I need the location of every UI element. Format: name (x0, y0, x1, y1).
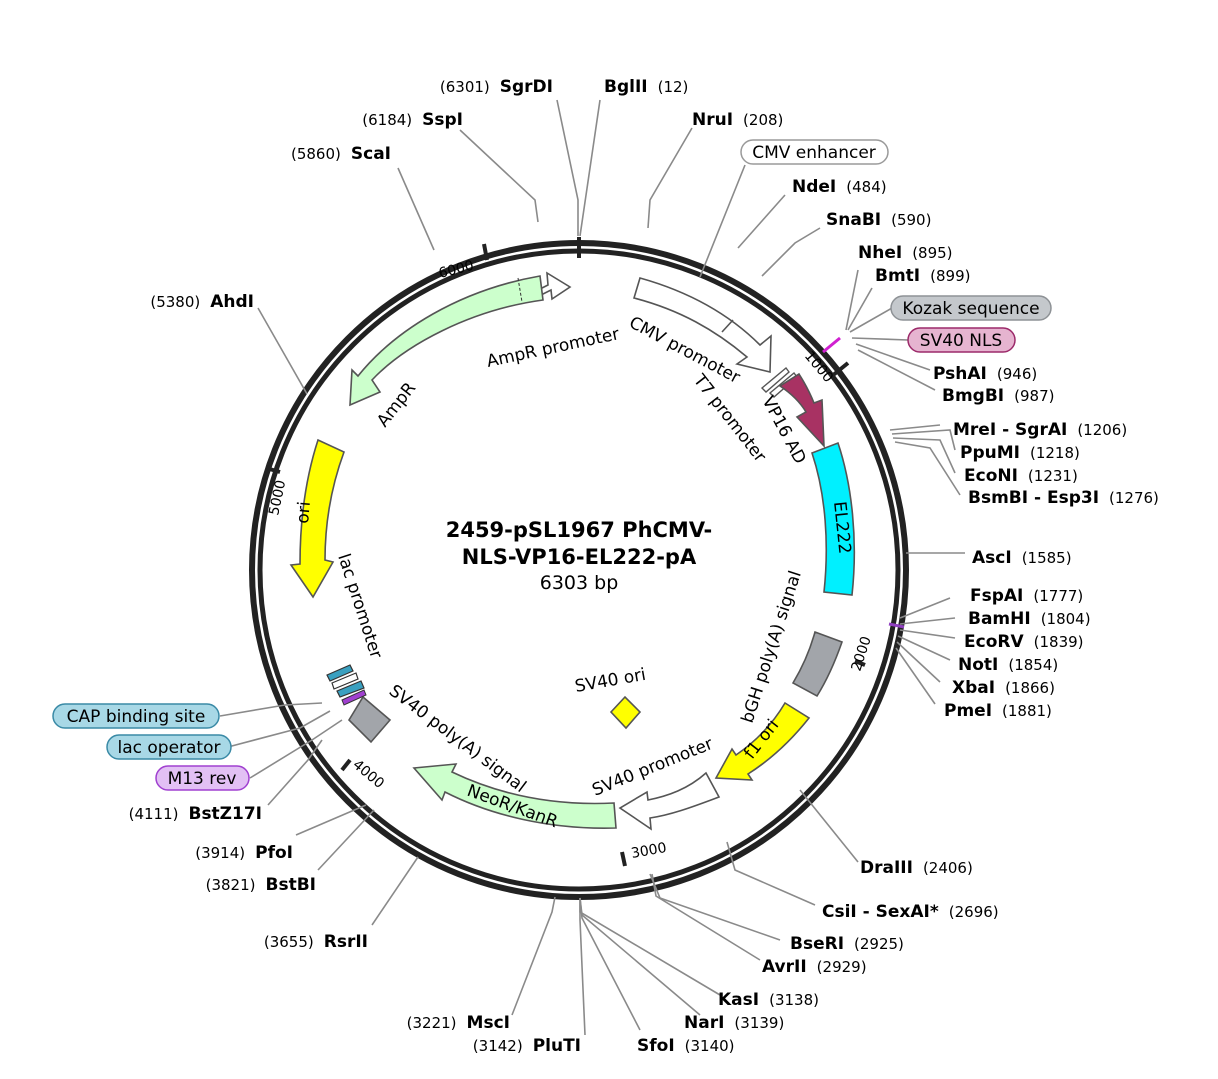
svg-text:lac operator: lac operator (117, 738, 220, 758)
site-asci: AscI(1585) (972, 548, 1072, 568)
site-ecorv: EcoRV(1839) (964, 632, 1084, 652)
box-sv40-nls: SV40 NLS (907, 327, 1016, 353)
box-m13-rev: M13 rev (155, 765, 250, 791)
svg-text:SV40 NLS: SV40 NLS (920, 331, 1002, 351)
site-nrui: NruI(208) (692, 110, 783, 130)
m13-rev-mark (341, 689, 367, 706)
site-sfoi: SfoI(3140) (637, 1036, 735, 1056)
plasmid-size: 6303 bp (540, 572, 619, 594)
tick-3000 (620, 851, 627, 867)
tick-2000 (854, 659, 866, 667)
site-nhei: NheI(895) (858, 243, 953, 263)
site-econi: EcoNI(1231) (964, 466, 1078, 486)
tick-label-4000: 4000 (349, 757, 387, 792)
sv40-polya-block (347, 695, 392, 744)
site-csii-sexai: CsiI - SexAI*(2696) (822, 902, 999, 922)
tick-6000 (482, 243, 489, 261)
vp16-ad-arrow (778, 372, 825, 449)
lac-operator-mark (336, 680, 365, 698)
site-kasi: KasI(3138) (718, 990, 819, 1010)
tick-label-5000: 5000 (266, 479, 289, 517)
f1-ori-arrow (714, 701, 811, 781)
feature-label-bgh-polya: bGH poly(A) signal (738, 568, 806, 725)
neor-kanr-arrow (412, 763, 617, 829)
site-mrei-sgrai: MreI - SgrAI(1206) (953, 420, 1127, 440)
svg-text:Kozak sequence: Kozak sequence (902, 299, 1039, 319)
site-avrii: AvrII(2929) (762, 957, 867, 977)
site-bstbi: (3821)BstBI (206, 875, 316, 895)
sites-left: (6301)SgrDI (6184)SspI (5860)ScaI (5380)… (129, 77, 581, 1056)
svg-text:CMV enhancer: CMV enhancer (752, 143, 876, 163)
t7-promoter-mark (760, 366, 790, 393)
site-bamhi: BamHI(1804) (968, 609, 1091, 629)
backbone-marks (822, 336, 905, 629)
feature-label-ampr-promoter: AmpR promoter (485, 324, 621, 372)
site-pluti: (3142)PluTI (473, 1036, 581, 1056)
box-cmv-enhancer: CMV enhancer (740, 139, 889, 165)
svg-text:M13 rev: M13 rev (168, 769, 237, 789)
sv40-promoter-arrow (618, 771, 721, 831)
site-bstz17i: (4111)BstZ17I (129, 804, 262, 824)
tick-label-2000: 2000 (849, 634, 875, 673)
cmv-promoter-arrow (632, 277, 772, 374)
site-ndei: NdeI(484) (792, 177, 887, 197)
sv40-ori-block (609, 695, 642, 730)
tick-5000 (265, 466, 281, 474)
tick-4000 (340, 758, 352, 772)
site-pmei: PmeI(1881) (944, 701, 1052, 721)
ori-arrow (289, 438, 346, 599)
site-bmgbi: BmgBI(987) (942, 386, 1054, 406)
box-cap-binding-site: CAP binding site (52, 703, 220, 729)
leader-lines (219, 99, 965, 1036)
site-rsrii: (3655)RsrII (264, 932, 368, 952)
site-bseri: BseRI(2925) (790, 934, 904, 954)
site-snabi: SnaBI(590) (826, 210, 931, 230)
bgh-polya-block (791, 630, 844, 698)
feature-label-lac-promoter: lac promoter (333, 551, 386, 661)
site-nari: NarI(3139) (684, 1013, 784, 1033)
site-bsmbi-esp3i: BsmBI - Esp3I(1276) (968, 488, 1159, 508)
site-bmti: BmtI(899) (875, 266, 970, 286)
site-sspi: (6184)SspI (362, 110, 463, 130)
site-fspai: FspAI(1777) (970, 586, 1083, 606)
lac-promoter-mark (331, 672, 359, 690)
cap-site-mark (326, 664, 354, 682)
site-bglii: BglII(12) (604, 77, 688, 97)
feature-label-ampr: AmpR (373, 379, 420, 431)
plasmid-name-line2: NLS-VP16-EL222-pA (462, 545, 697, 569)
box-lac-operator: lac operator (106, 734, 232, 760)
site-pshai: PshAI(946) (933, 364, 1037, 384)
sites-right: BglII(12) NruI(208) NdeI(484) SnaBI(590)… (604, 77, 1159, 1056)
tick-label-6000: 6000 (437, 258, 475, 282)
site-scai: (5860)ScaI (291, 144, 391, 164)
site-xbai: XbaI(1866) (952, 678, 1055, 698)
site-msci: (3221)MscI (407, 1013, 510, 1033)
features (289, 271, 856, 831)
tick-label-1000: 1000 (801, 348, 836, 386)
site-noti: NotI(1854) (958, 655, 1058, 675)
tick-label-3000: 3000 (630, 840, 668, 862)
site-sgrdi: (6301)SgrDI (440, 77, 553, 97)
plasmid-name-line1: 2459-pSL1967 PhCMV- (446, 518, 713, 542)
tick-1000 (830, 361, 850, 378)
site-pfoi: (3914)PfoI (195, 843, 293, 863)
feature-label-ori: ori (293, 501, 315, 525)
amp-r-arrow (349, 275, 544, 407)
el222-block (810, 441, 856, 596)
boxed-labels: CMV enhancer Kozak sequence SV40 NLS CAP… (52, 139, 1052, 791)
feature-label-sv40-ori: SV40 ori (573, 665, 647, 697)
box-kozak-sequence: Kozak sequence (890, 295, 1052, 321)
svg-text:CAP binding site: CAP binding site (67, 707, 206, 727)
site-ppumi: PpuMI(1218) (960, 443, 1080, 463)
site-draiii: DraIII(2406) (860, 858, 973, 878)
center-title: 2459-pSL1967 PhCMV- NLS-VP16-EL222-pA 63… (446, 518, 713, 594)
site-ahdi: (5380)AhdI (150, 292, 254, 312)
